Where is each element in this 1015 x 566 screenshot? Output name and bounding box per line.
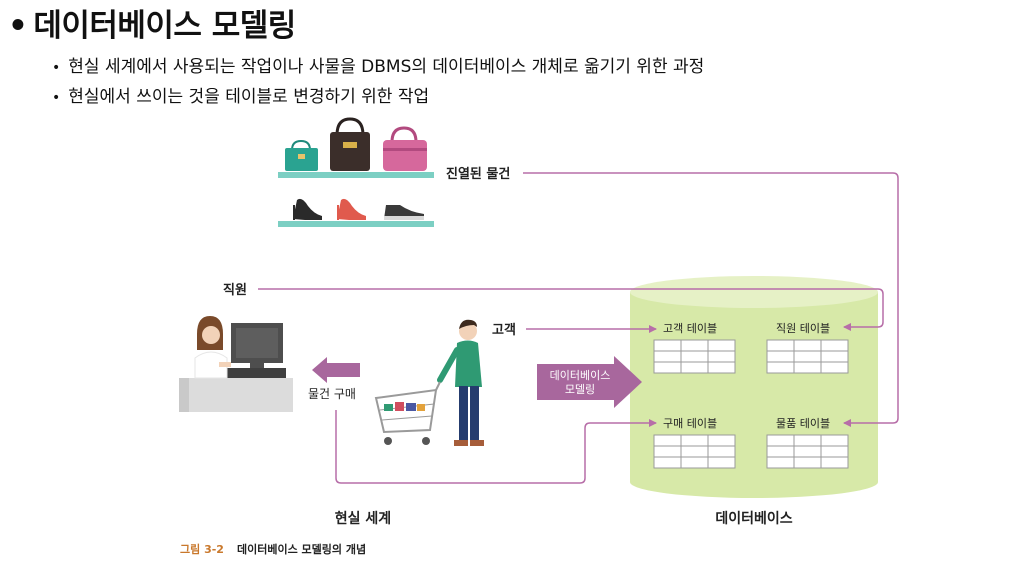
purchase-table-grid (653, 434, 736, 469)
staff-table-label: 직원 테이블 (776, 322, 830, 335)
modeling-label-1: 데이터베이스 (550, 369, 611, 382)
goods-label: 진열된 물건 (446, 166, 510, 182)
customer-table-grid (653, 339, 736, 374)
staff-table-grid (766, 339, 849, 374)
pink-bag-icon (383, 126, 427, 171)
product-table-label: 물품 테이블 (776, 417, 830, 430)
purchase-table-label: 구매 테이블 (663, 417, 717, 430)
purchase-connector (335, 410, 657, 484)
goods-connector (523, 172, 899, 427)
purchase-arrow (312, 357, 360, 383)
title-bullet: • (8, 8, 28, 44)
slide-title: •데이터베이스 모델링 (8, 0, 296, 45)
customer-table-label: 고객 테이블 (663, 322, 717, 335)
caption-number: 그림 3-2 (180, 543, 224, 556)
modeling-label-2: 모델링 (565, 383, 595, 396)
bullet-text: 현실에서 쓰이는 것을 테이블로 변경하기 위한 작업 (68, 87, 430, 107)
shopping-cart-icon (374, 381, 441, 445)
staff-connector (258, 288, 884, 331)
real-world-label: 현실 세계 (335, 511, 391, 527)
green-bag-icon (285, 139, 318, 171)
customer-label: 고객 (492, 322, 516, 338)
product-shelf (278, 117, 434, 227)
customer-illustration (374, 319, 484, 446)
bullet-dot: • (52, 90, 61, 106)
black-heel-icon (293, 198, 322, 220)
database-label: 데이터베이스 (715, 510, 792, 527)
bullet-dot: • (52, 60, 61, 76)
connector-lines (258, 172, 899, 484)
modeling-arrow (537, 356, 642, 408)
red-heel-icon (337, 198, 366, 220)
sneaker-icon (384, 205, 424, 220)
caption-text: 데이터베이스 모델링의 개념 (237, 542, 366, 556)
bullet-item: • 현실에서 쓰이는 것을 테이블로 변경하기 위한 작업 (52, 82, 429, 107)
staff-label: 직원 (223, 282, 247, 298)
product-table-grid (766, 434, 849, 469)
slide-title-text: 데이터베이스 모델링 (33, 8, 296, 44)
purchase-label: 물건 구매 (308, 387, 356, 401)
bullet-item: • 현실 세계에서 사용되는 작업이나 사물을 DBMS의 데이터베이스 개체로 … (52, 52, 704, 77)
bullet-text: 현실 세계에서 사용되는 작업이나 사물을 DBMS의 데이터베이스 개체로 옮… (68, 57, 705, 77)
black-bag-icon (330, 117, 370, 171)
cashier-illustration (179, 316, 293, 412)
